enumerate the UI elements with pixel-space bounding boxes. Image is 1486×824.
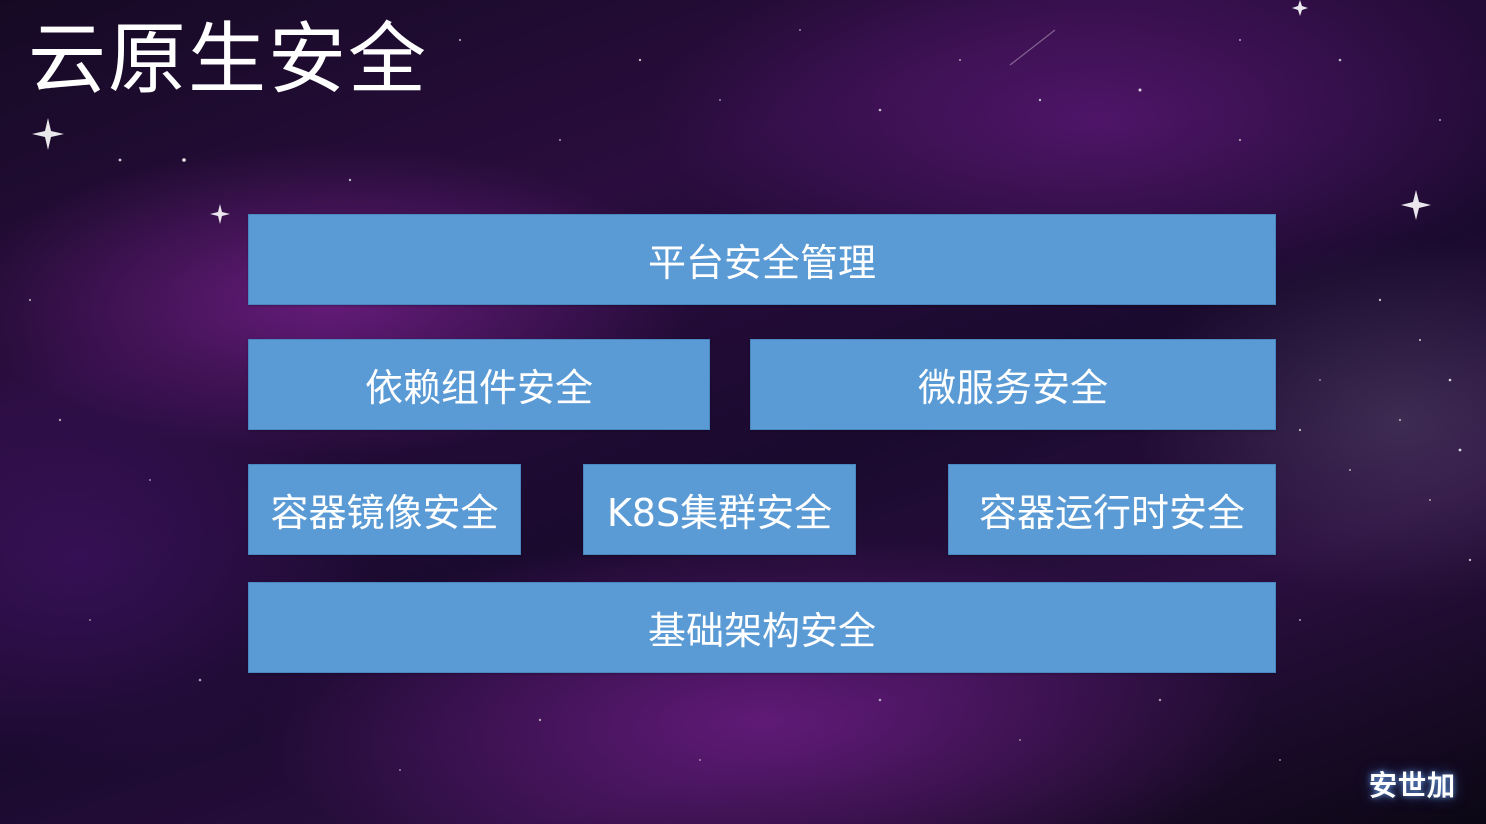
box-label: 容器运行时安全 bbox=[978, 491, 1245, 535]
microservice-security-box: 微服务安全 bbox=[750, 339, 1276, 430]
slide-title: 云原生安全 bbox=[28, 15, 429, 105]
container-runtime-security-box: 容器运行时安全 bbox=[948, 464, 1276, 555]
k8s-cluster-security-box: K8S集群安全 bbox=[583, 464, 856, 555]
brand-logo: 安世加 bbox=[1368, 769, 1456, 802]
container-image-security-box: 容器镜像安全 bbox=[248, 464, 521, 555]
box-label: 依赖组件安全 bbox=[364, 366, 593, 410]
box-label: K8S集群安全 bbox=[606, 491, 833, 535]
box-label: 微服务安全 bbox=[917, 366, 1108, 410]
box-label: 平台安全管理 bbox=[647, 241, 876, 285]
box-label: 基础架构安全 bbox=[647, 609, 876, 653]
box-label: 容器镜像安全 bbox=[270, 491, 499, 535]
dependency-component-security-box: 依赖组件安全 bbox=[248, 339, 710, 430]
platform-security-management-box: 平台安全管理 bbox=[248, 214, 1276, 305]
infrastructure-security-box: 基础架构安全 bbox=[248, 582, 1276, 673]
